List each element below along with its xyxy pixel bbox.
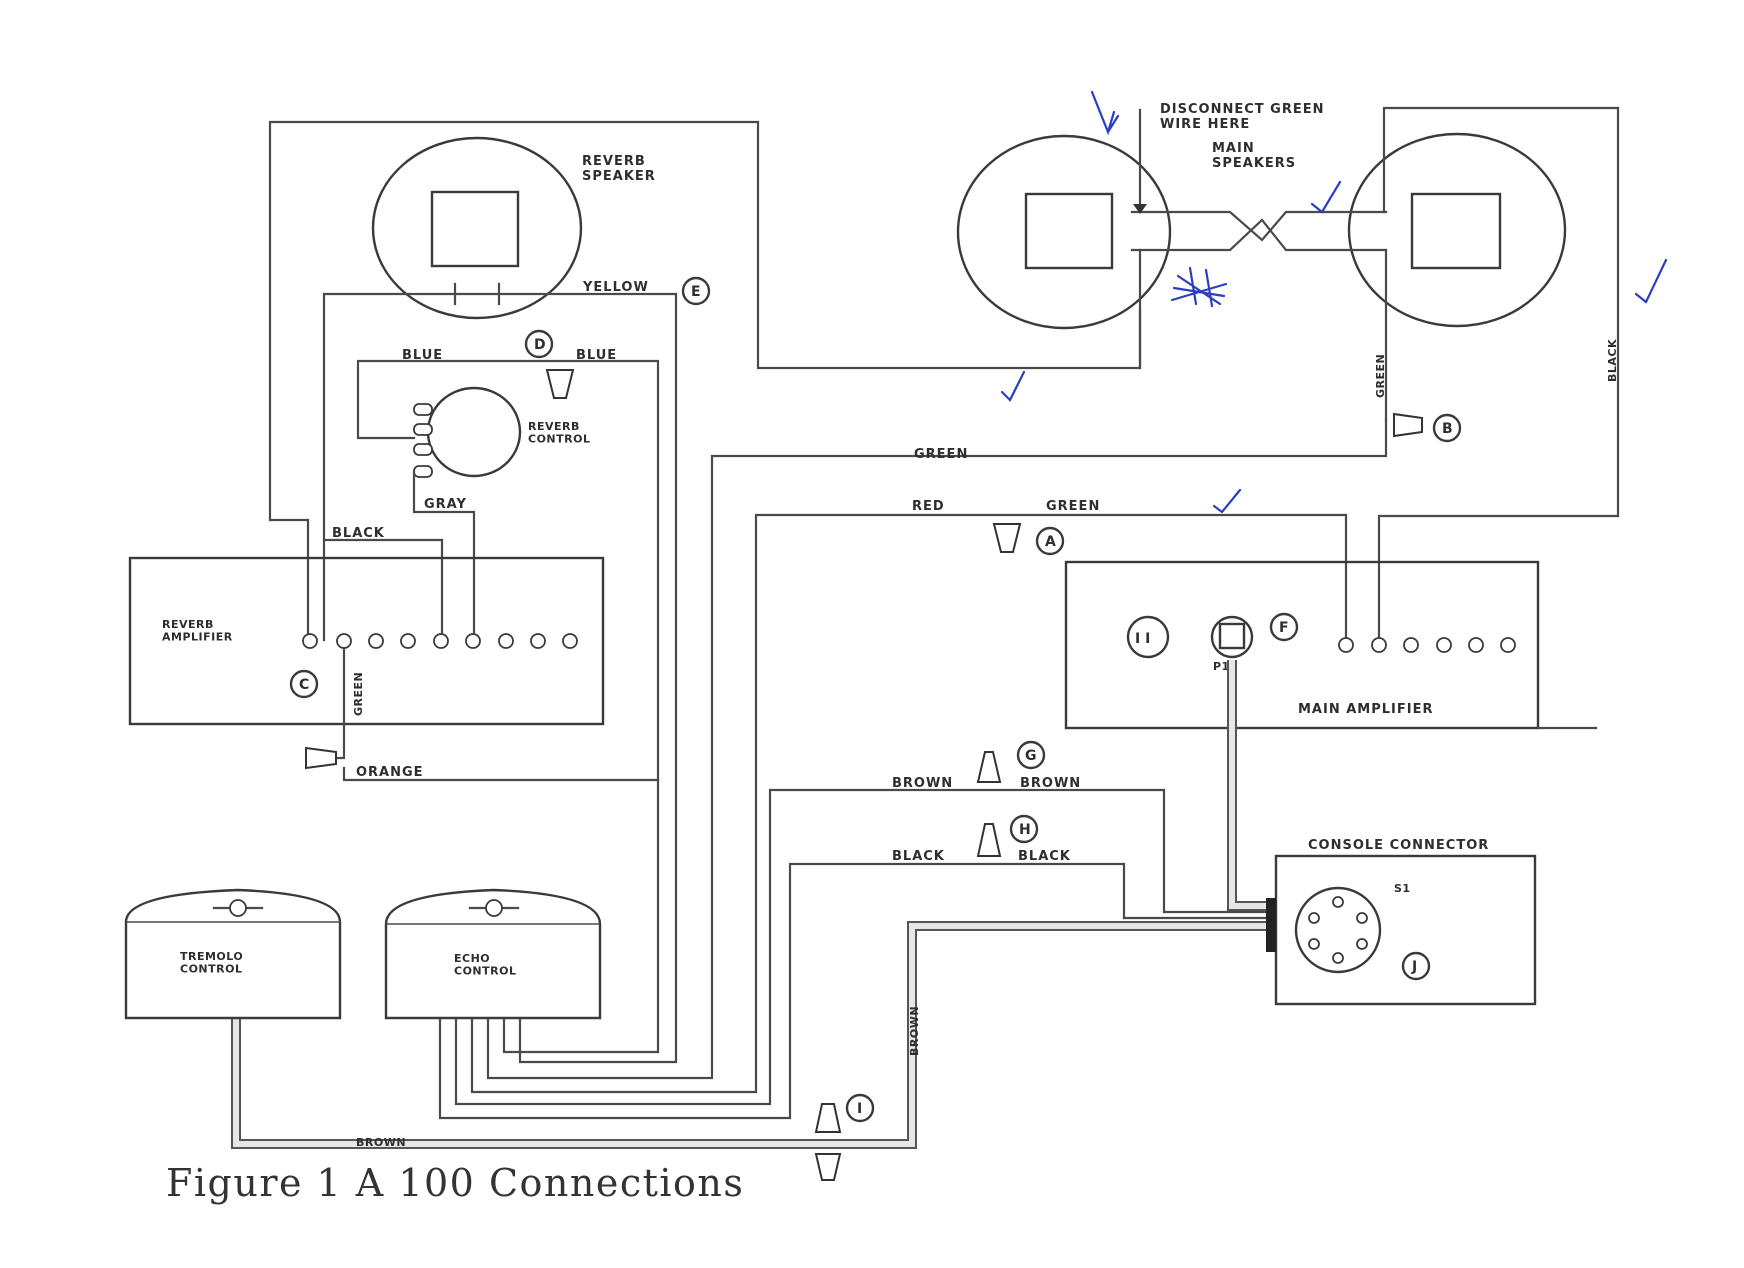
wire-gray: [412, 470, 476, 642]
pen-check-icon: [1212, 488, 1242, 514]
label-red: RED: [912, 499, 945, 514]
wire-red-green: [470, 513, 1348, 1094]
pen-arrow-icon: [1090, 90, 1120, 136]
point-d: [524, 329, 554, 359]
label-black-h-left: BLACK: [892, 849, 945, 864]
connection-points: A B C D E F G H I J: [289, 276, 1462, 1123]
label-blue-right: BLUE: [576, 348, 617, 363]
svg-text:E: E: [691, 284, 701, 300]
svg-text:F: F: [1279, 620, 1289, 636]
pen-scribble-icon: [1170, 266, 1228, 308]
connector-g-plug: [976, 751, 1002, 783]
svg-text:G: G: [1025, 748, 1037, 764]
point-g: [1016, 740, 1046, 770]
wire-black-right: [1377, 106, 1620, 642]
svg-text:D: D: [534, 337, 546, 353]
main-amplifier-label: MAIN AMPLIFIER: [1298, 702, 1434, 717]
label-green-b: GREEN: [1374, 354, 1387, 398]
connector-d: [545, 369, 575, 399]
svg-text:B: B: [1442, 421, 1453, 437]
svg-text:I: I: [857, 1101, 862, 1117]
label-black-reverb: BLACK: [332, 526, 385, 541]
label-green-reverb: GREEN: [352, 672, 365, 716]
label-orange: ORANGE: [356, 765, 424, 780]
connector-c-plug: [305, 746, 337, 770]
main-amplifier: I I P1 MAIN AMPLIFIER: [1064, 560, 1598, 730]
main-speaker-right: [1347, 132, 1567, 328]
label-black-h-right: BLACK: [1018, 849, 1071, 864]
svg-text:H: H: [1019, 822, 1031, 838]
label-green-a: GREEN: [1046, 499, 1100, 514]
wire-black-main-speaker: [268, 120, 1142, 522]
label-green-mid: GREEN: [914, 447, 968, 462]
label-brown-bottom: BROWN: [356, 1136, 406, 1149]
main-speaker-left: [956, 134, 1172, 330]
connector-h-plug: [976, 823, 1002, 857]
s1-label: S1: [1394, 882, 1411, 895]
point-f: [1269, 612, 1299, 642]
connector-b-plug: [1393, 412, 1423, 438]
wire-black-reverb: [322, 538, 444, 642]
ii-label: I I: [1135, 631, 1150, 647]
svg-text:A: A: [1045, 534, 1056, 550]
label-black-right: BLACK: [1606, 339, 1619, 382]
p1-label: P1: [1213, 660, 1230, 673]
pen-check-icon: [1310, 180, 1342, 214]
label-blue-left: BLUE: [402, 348, 443, 363]
cable-brown-console: [824, 921, 1266, 1149]
point-h: [1009, 814, 1039, 844]
wire-green-reverb: [308, 646, 346, 760]
wire-black-h: [438, 862, 1126, 1120]
svg-text:C: C: [299, 677, 309, 693]
point-e: [681, 276, 711, 306]
console-connector: CONSOLE CONNECTOR S1: [1266, 838, 1537, 1006]
pen-check-icon: [1634, 258, 1668, 304]
label-yellow: YELLOW: [582, 280, 649, 295]
point-c: [289, 669, 319, 699]
wire-speaker-cross-a: [1130, 210, 1388, 242]
label-gray: GRAY: [424, 497, 467, 512]
cable-p1: [1227, 660, 1266, 911]
label-brown-g-right: BROWN: [1020, 776, 1081, 791]
connector-i-plug-top: [814, 1103, 842, 1133]
point-b: [1432, 413, 1462, 443]
point-a: [1035, 526, 1065, 556]
svg-text:J: J: [1411, 959, 1417, 975]
wire-black-reverb-left: [268, 518, 310, 642]
wire-speaker-cross-b: [1130, 218, 1388, 252]
wire-brown-g: [454, 788, 1166, 1106]
pen-annotations: [1000, 90, 1668, 514]
wire-blue: [356, 359, 660, 1054]
point-i: [845, 1093, 875, 1123]
console-connector-label: CONSOLE CONNECTOR: [1308, 838, 1489, 853]
label-brown-vertical: BROWN: [908, 1006, 921, 1056]
wire-yellow: [322, 292, 678, 1064]
arrow-icon: [1133, 204, 1147, 214]
point-j: [1401, 951, 1431, 981]
connector-i-plug-bottom: [814, 1153, 842, 1181]
wire-green-mid: [486, 418, 1388, 1080]
connector-a-plug: [992, 523, 1022, 553]
cable-brown-tremolo: [231, 1018, 824, 1149]
wire-orange: [342, 766, 660, 782]
label-brown-g-left: BROWN: [892, 776, 953, 791]
pen-check-icon: [1000, 370, 1026, 402]
figure-title: Figure 1 A 100 Connections: [166, 1161, 744, 1205]
